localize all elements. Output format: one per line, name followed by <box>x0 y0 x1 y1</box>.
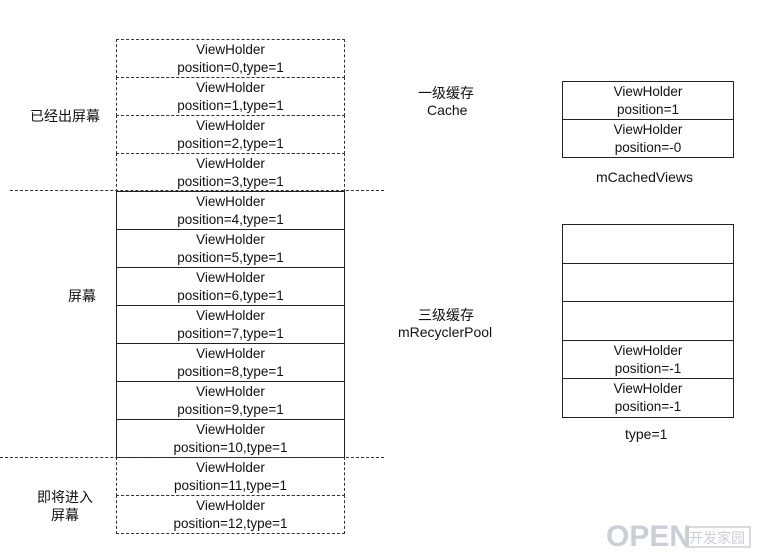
cache-level1-subtitle: Cache <box>427 102 468 118</box>
cell-line2: position=1,type=1 <box>177 98 284 113</box>
viewholder-cell: ViewHolder position=4,type=1 <box>116 191 345 230</box>
cell-line1: ViewHolder <box>196 308 265 323</box>
cell-line1: ViewHolder <box>196 118 265 133</box>
svg-text:OPEN: OPEN <box>606 520 691 552</box>
cell-line2: position=2,type=1 <box>177 136 284 151</box>
cell-line1: ViewHolder <box>613 342 683 358</box>
cell-line2: position=1 <box>617 102 679 117</box>
cell-line2: position=-1 <box>614 360 682 376</box>
cell-line1: ViewHolder <box>196 194 265 209</box>
cell-line1: ViewHolder <box>196 460 265 475</box>
cached-view-cell: ViewHolder position=1 <box>562 81 734 120</box>
recycler-pool-cell <box>562 262 734 302</box>
viewholder-cell: ViewHolder position=11,type=1 <box>116 457 345 496</box>
cell-line1: ViewHolder <box>613 381 683 396</box>
viewholder-cell: ViewHolder position=3,type=1 <box>116 153 345 192</box>
cache-level3-subtitle: mRecyclerPool <box>398 324 493 340</box>
viewholder-cell: ViewHolder position=9,type=1 <box>116 381 345 420</box>
cached-view-cell: ViewHolder position=-0 <box>562 119 734 158</box>
recycler-pool-cell <box>562 301 734 341</box>
watermark-logo: OPEN 开发家园 <box>606 518 752 553</box>
cell-line2: position=-1 <box>614 399 682 414</box>
viewholder-cell: ViewHolder position=7,type=1 <box>116 305 345 344</box>
cell-line1: ViewHolder <box>196 156 265 171</box>
cache-level1-caption: mCachedViews <box>596 169 694 185</box>
cell-line2: position=0,type=1 <box>177 60 284 75</box>
cell-line2: position=3,type=1 <box>177 174 284 189</box>
viewholder-cell: ViewHolder position=1,type=1 <box>116 77 345 116</box>
viewholder-cell: ViewHolder position=6,type=1 <box>116 267 345 306</box>
cell-line1: ViewHolder <box>196 498 265 513</box>
cell-line2: position=5,type=1 <box>177 250 284 265</box>
cell-line2: position=10,type=1 <box>173 440 288 455</box>
watermark-icon: OPEN 开发家园 <box>606 520 751 553</box>
screen-bottom-separator <box>0 457 384 458</box>
cell-line2: position=-0 <box>614 140 682 155</box>
cell-line1: ViewHolder <box>196 346 265 361</box>
svg-text:开发家园: 开发家园 <box>689 530 745 547</box>
cell-line2: position=9,type=1 <box>177 402 284 417</box>
cache-level3-title: 三级缓存 <box>418 307 474 323</box>
cell-line2: position=11,type=1 <box>173 478 288 493</box>
cell-line2: position=8,type=1 <box>177 364 284 379</box>
label-offscreen: 已经出屏幕 <box>30 108 100 124</box>
screen-top-separator <box>10 190 384 191</box>
viewholder-cell: ViewHolder position=10,type=1 <box>116 419 345 458</box>
recycler-pool-cell: ViewHolder position=-1 <box>562 339 734 379</box>
recycler-pool-cell <box>562 224 734 264</box>
cell-line2: position=4,type=1 <box>177 212 284 227</box>
label-entering-line2: 屏幕 <box>51 507 79 523</box>
cache-level3-caption: type=1 <box>625 426 668 442</box>
cell-line1: ViewHolder <box>196 80 265 95</box>
cell-line1: ViewHolder <box>196 422 265 437</box>
cell-line1: ViewHolder <box>196 232 265 247</box>
viewholder-cell: ViewHolder position=2,type=1 <box>116 115 345 154</box>
viewholder-cell: ViewHolder position=0,type=1 <box>116 39 345 78</box>
cell-line1: ViewHolder <box>613 84 683 99</box>
recycler-pool-cell: ViewHolder position=-1 <box>562 378 734 418</box>
viewholder-cell: ViewHolder position=5,type=1 <box>116 229 345 268</box>
cell-line1: ViewHolder <box>196 270 265 285</box>
viewholder-cell: ViewHolder position=12,type=1 <box>116 495 345 534</box>
label-screen: 屏幕 <box>68 288 96 304</box>
cell-line1: ViewHolder <box>196 384 265 399</box>
cache-level1-title: 一级缓存 <box>418 85 474 101</box>
cell-line2: position=6,type=1 <box>177 288 284 303</box>
cell-line1: ViewHolder <box>613 122 683 137</box>
viewholder-cell: ViewHolder position=8,type=1 <box>116 343 345 382</box>
cell-line2: position=7,type=1 <box>177 326 284 341</box>
cell-line1: ViewHolder <box>196 42 265 57</box>
cell-line2: position=12,type=1 <box>173 516 288 531</box>
label-entering-line1: 即将进入 <box>37 489 93 505</box>
